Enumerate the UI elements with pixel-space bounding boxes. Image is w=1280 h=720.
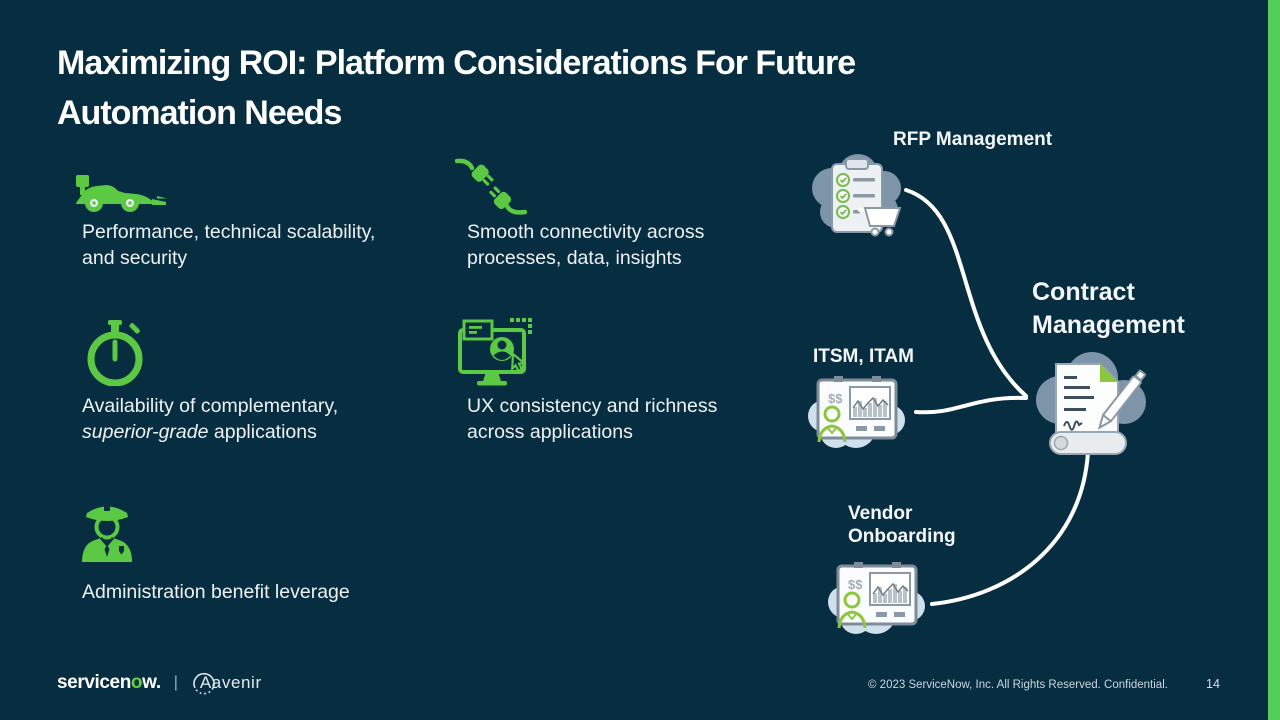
administration-line-1: Administration benefit leverage	[82, 581, 350, 603]
contract-management-label: Contract Management	[1032, 276, 1185, 342]
servicenow-logo: servicenow.	[57, 672, 161, 694]
stopwatch-icon	[87, 320, 143, 386]
ux-monitor-icon	[458, 318, 532, 386]
performance-line-1: Performance, technical scalability,	[82, 221, 376, 243]
rfp-management-label: RFP Management	[893, 129, 1053, 150]
servicenow-logo-end: w.	[142, 672, 161, 693]
dollar-text: $$	[828, 391, 843, 406]
title-line-2: Automation Needs	[57, 94, 342, 132]
footer-logos: servicenow. | Aavenir	[57, 670, 262, 696]
ux-text: UX consistency and richness across appli…	[467, 393, 717, 445]
ux-line-2: across applications	[467, 421, 633, 443]
logo-separator: |	[173, 674, 178, 691]
vendor-onboarding-label: Vendor Onboarding	[848, 502, 956, 548]
contract-document-icon	[1036, 352, 1146, 455]
vendor-dashboard-icon: $$	[828, 562, 925, 634]
aavenir-logo-text: Aavenir	[199, 673, 262, 692]
page-number: 14	[1206, 677, 1220, 691]
availability-text: Availability of complementary, superior-…	[82, 393, 338, 445]
copyright-text: © 2023 ServiceNow, Inc. All Rights Reser…	[868, 679, 1168, 691]
dollar-text: $$	[848, 577, 863, 592]
connectivity-line-1: Smooth connectivity across	[467, 221, 705, 243]
contract-label-line-1: Contract	[1032, 278, 1135, 306]
performance-text: Performance, technical scalability, and …	[82, 219, 375, 271]
aavenir-logo: Aavenir	[191, 670, 262, 696]
itsm-to-contract-line	[914, 395, 1028, 415]
aavenir-circle-icon	[193, 672, 215, 695]
availability-italic: superior-grade	[82, 421, 209, 443]
vendor-label-line-2: Onboarding	[848, 526, 956, 547]
availability-line-2-rest: applications	[208, 421, 317, 443]
right-accent-bar	[1268, 0, 1280, 720]
availability-line-1: Availability of complementary,	[82, 395, 339, 417]
connectivity-line-2: processes, data, insights	[467, 247, 682, 269]
police-officer-icon	[82, 505, 132, 562]
servicenow-logo-text: servicen	[57, 672, 131, 693]
ux-line-1: UX consistency and richness	[467, 395, 718, 417]
contract-label-line-2: Management	[1032, 311, 1185, 339]
itsm-itam-label: ITSM, ITAM	[813, 346, 914, 367]
rfp-to-contract-line	[904, 188, 1028, 398]
plug-connectivity-icon	[455, 158, 527, 215]
slide-title: Maximizing ROI: Platform Considerations …	[57, 38, 1177, 138]
vendor-label-line-1: Vendor	[848, 503, 913, 524]
rfp-clipboard-icon	[812, 154, 902, 237]
race-car-icon	[76, 175, 167, 212]
title-line-1: Maximizing ROI: Platform Considerations …	[57, 44, 856, 82]
itsm-dashboard-icon: $$	[808, 376, 905, 448]
connectivity-text: Smooth connectivity across processes, da…	[467, 219, 704, 271]
performance-line-2: and security	[82, 247, 188, 269]
administration-text: Administration benefit leverage	[82, 579, 350, 605]
servicenow-logo-o: o	[130, 672, 143, 693]
